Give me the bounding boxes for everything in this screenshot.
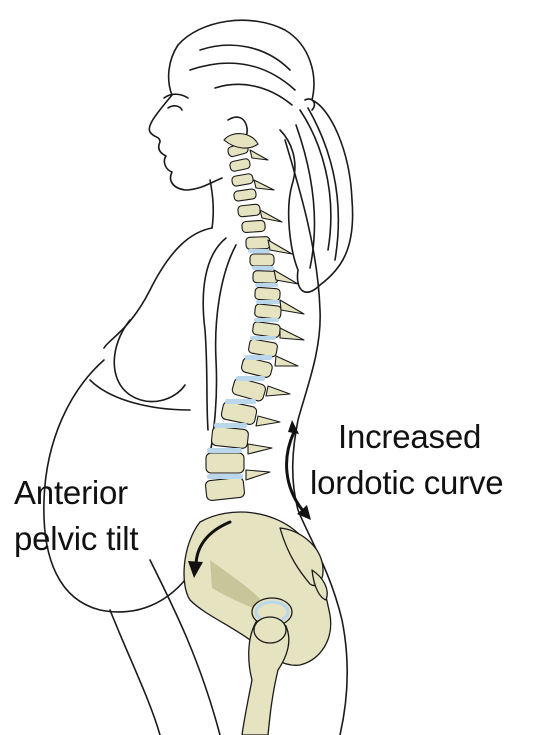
disc	[252, 266, 274, 270]
neck-front	[210, 180, 213, 228]
disc	[250, 336, 276, 340]
pelvic-tilt-label-line2: pelvic tilt	[14, 518, 138, 560]
vertebra	[252, 321, 281, 338]
lordotic-curve-arrow	[287, 432, 304, 512]
vertebra	[233, 189, 256, 202]
vertebra	[205, 477, 245, 501]
vertebra	[231, 173, 253, 186]
disc	[254, 318, 279, 322]
disc	[225, 399, 256, 404]
vertebra	[238, 204, 261, 217]
vertebra	[250, 254, 274, 266]
pelvic-tilt-label-line1: Anterior	[14, 472, 128, 514]
spinous-process	[268, 240, 292, 254]
vertebra	[206, 453, 244, 473]
disc	[207, 474, 243, 479]
spinous-process	[280, 328, 304, 340]
vertebra	[221, 401, 258, 426]
vertebra	[246, 237, 270, 250]
hair-strand	[296, 125, 314, 268]
vertebra	[229, 158, 251, 172]
spinous-process	[254, 180, 274, 190]
hair-strand	[190, 63, 295, 90]
disc	[236, 376, 265, 381]
spinous-process	[250, 150, 268, 160]
disc	[245, 355, 272, 360]
vertebra	[211, 426, 249, 449]
disc	[248, 249, 270, 253]
spinous-process	[260, 210, 282, 222]
pelvis	[184, 512, 331, 735]
shoulder-line	[104, 228, 212, 348]
leg-front	[110, 610, 160, 735]
hair-strand	[200, 45, 290, 70]
skull-base	[224, 134, 258, 148]
vertebra	[248, 339, 278, 358]
vertebra	[254, 304, 281, 320]
disc	[214, 423, 247, 428]
hair-strand	[300, 110, 331, 250]
disc	[207, 448, 242, 453]
spinous-process	[246, 470, 270, 480]
eye	[168, 106, 182, 110]
arm-outline	[203, 238, 226, 430]
eyebrow	[164, 94, 188, 98]
face-profile	[149, 45, 222, 190]
disc	[255, 283, 278, 287]
breast-outline	[114, 320, 185, 402]
hair-strand	[215, 84, 292, 105]
vertebra	[242, 220, 266, 233]
spinous-process	[248, 444, 272, 454]
spinous-process	[266, 386, 290, 396]
spinous-process	[280, 300, 304, 314]
spinous-process	[275, 356, 298, 366]
spinous-process	[256, 416, 280, 426]
disc	[256, 300, 280, 304]
lordotic-curve-label-line1: Increased	[338, 416, 481, 458]
lordotic-curve-label-line2: lordotic curve	[310, 462, 503, 504]
femoral-head	[254, 617, 286, 643]
vertebra	[255, 287, 281, 301]
hair-tie	[305, 99, 314, 110]
